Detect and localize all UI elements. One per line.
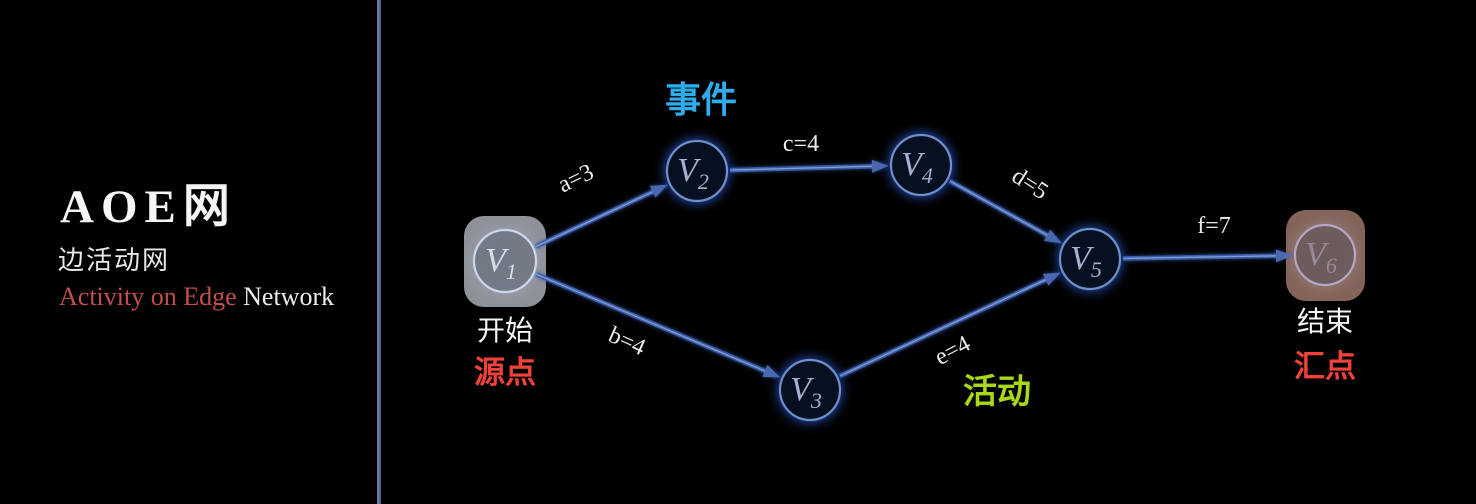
edge-f: [1122, 249, 1294, 263]
edge-e: [838, 272, 1062, 379]
annotation-activity: 活动: [963, 373, 1031, 411]
node-circle-v4[interactable]: [889, 133, 953, 197]
subtitle-english: Activity on Edge Network: [59, 282, 335, 312]
node-tag-v6: 汇点: [1294, 349, 1356, 384]
edge-d: [948, 179, 1063, 244]
arrowhead-icon-d: [1044, 229, 1063, 244]
node-circle-v1[interactable]: [472, 228, 538, 294]
edge-line-core-c: [729, 165, 877, 171]
edge-weight-label-a: a=3: [554, 159, 598, 198]
node-circle-v2[interactable]: [665, 139, 729, 203]
node-caption-v6: 结束: [1297, 306, 1353, 337]
node-tag-v1: 源点: [474, 355, 536, 390]
arrowhead-icon-f: [1275, 249, 1294, 263]
edge-b: [535, 272, 781, 378]
edge-c: [729, 159, 890, 173]
title-panel: AOE网 边活动网 Activity on Edge Network: [0, 0, 377, 504]
subtitle-chinese: 边活动网: [58, 245, 171, 275]
node-caption-v1: 开始: [477, 315, 533, 346]
edge-line-core-d: [949, 180, 1052, 238]
arrowhead-icon-a: [649, 184, 669, 198]
edge-line-core-b: [536, 273, 769, 374]
node-label-v6: V6: [1305, 236, 1337, 278]
node-circle-v5[interactable]: [1058, 227, 1122, 291]
edge-weight-label-b: b=4: [604, 322, 649, 361]
arrowhead-icon-b: [762, 364, 781, 378]
node-label-v3: V3: [790, 371, 822, 413]
edge-line-core-a: [535, 189, 657, 248]
edge-line-core-f: [1122, 255, 1281, 260]
edge-weight-label-e: e=4: [931, 331, 975, 371]
arrowhead-icon-e: [1042, 272, 1062, 286]
edge-line-core-e: [839, 277, 1050, 377]
edge-a: [534, 184, 669, 249]
node-circle-v3[interactable]: [778, 358, 842, 422]
edge-weight-label-d: d=5: [1007, 163, 1053, 205]
edge-weight-label-f: f=7: [1197, 213, 1231, 239]
main-title: AOE网: [60, 181, 237, 233]
subtitle-english-white: Network: [236, 282, 335, 311]
annotation-event: 事件: [665, 79, 737, 120]
edge-weight-label-c: c=4: [783, 131, 819, 157]
divider-line: [377, 0, 381, 504]
node-circle-v6[interactable]: [1293, 223, 1357, 287]
subtitle-english-red: Activity on Edge: [59, 282, 237, 311]
arrowhead-icon-c: [871, 159, 890, 173]
